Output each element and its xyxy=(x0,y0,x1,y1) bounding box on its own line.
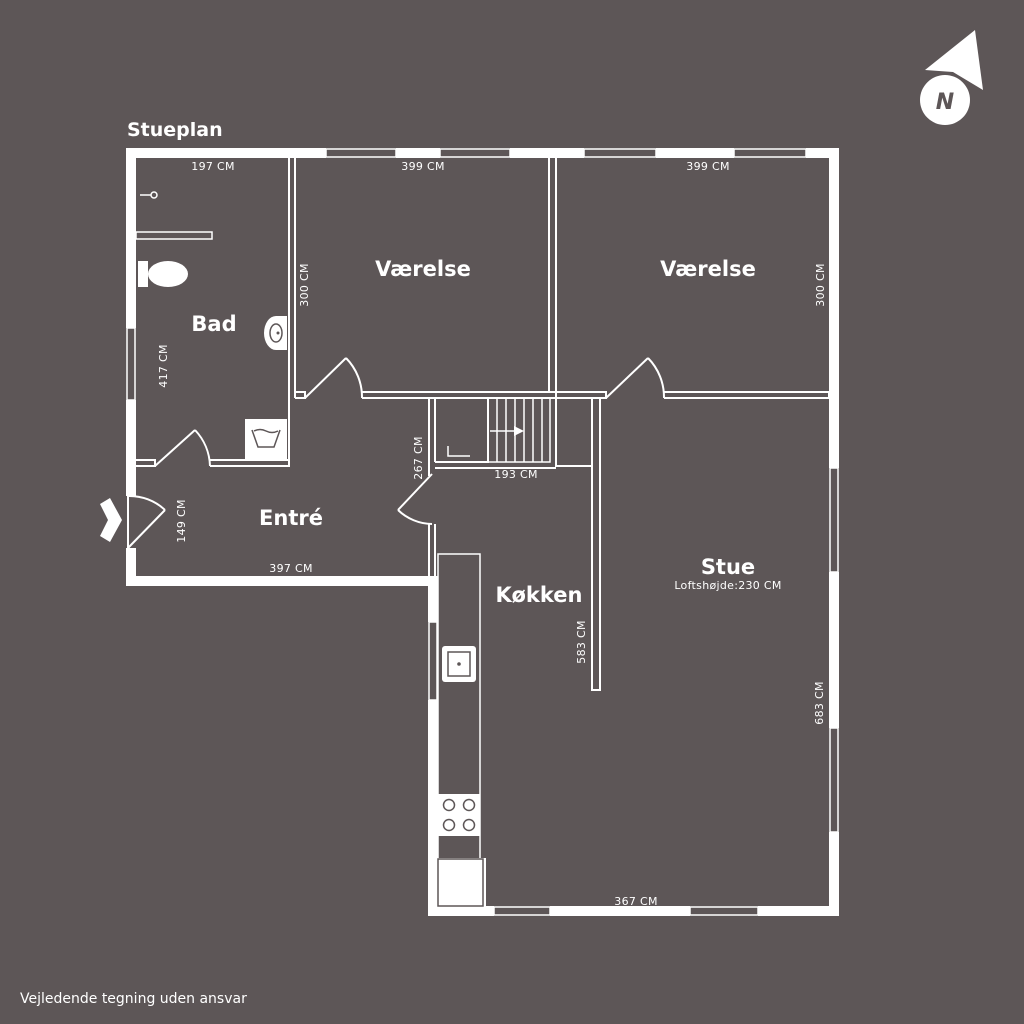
dimension-stair-width: 193 CM xyxy=(494,468,537,481)
dimension-stue-width: 367 CM xyxy=(614,895,657,908)
dimension-stue-height: 683 CM xyxy=(813,681,826,724)
kitchen-counter xyxy=(437,553,481,907)
shower-icon xyxy=(135,191,213,240)
outer-walls xyxy=(126,148,839,916)
compass-letter: N xyxy=(936,90,954,115)
disclaimer: Vejledende tegning uden ansvar xyxy=(20,991,247,1007)
stove-icon xyxy=(438,794,480,836)
kitchen-sink-icon xyxy=(442,646,476,682)
dimension-entre-width: 397 CM xyxy=(269,562,312,575)
windows xyxy=(126,148,839,916)
plan-title: Stueplan xyxy=(127,119,223,141)
compass-icon: N xyxy=(920,30,983,125)
fridge-icon xyxy=(437,858,486,907)
room-label-vaerelse-right: Værelse xyxy=(660,257,756,281)
dimension-vaerelse-left-height: 300 CM xyxy=(298,263,311,306)
ceiling-height-label: Loftshøjde:230 CM xyxy=(674,579,781,592)
toilet-icon xyxy=(138,261,188,287)
bathtub-icon xyxy=(245,419,287,459)
dimension-bad-width: 197 CM xyxy=(191,160,234,173)
dimension-bad-height: 417 CM xyxy=(157,344,170,387)
dimension-vaerelse-right-height: 300 CM xyxy=(814,263,827,306)
closet-shelf xyxy=(447,446,470,457)
room-label-kokken: Køkken xyxy=(496,583,583,607)
dimension-vaerelse-left-width: 399 CM xyxy=(401,160,444,173)
doors xyxy=(127,357,666,549)
room-label-vaerelse-left: Værelse xyxy=(375,257,471,281)
dimension-entre-height: 149 CM xyxy=(175,499,188,542)
room-label-bad: Bad xyxy=(191,312,236,336)
dimension-vaerelse-right-width: 399 CM xyxy=(686,160,729,173)
room-label-stue: Stue xyxy=(701,555,755,579)
interior-walls xyxy=(136,158,830,691)
stair-arrow-icon xyxy=(490,426,524,436)
dimension-hall-height: 267 CM xyxy=(412,436,425,479)
sink-icon xyxy=(264,316,287,350)
dimension-kokken-height: 583 CM xyxy=(575,620,588,663)
entrance-arrow-icon xyxy=(100,498,122,542)
room-label-entre: Entré xyxy=(259,506,323,530)
